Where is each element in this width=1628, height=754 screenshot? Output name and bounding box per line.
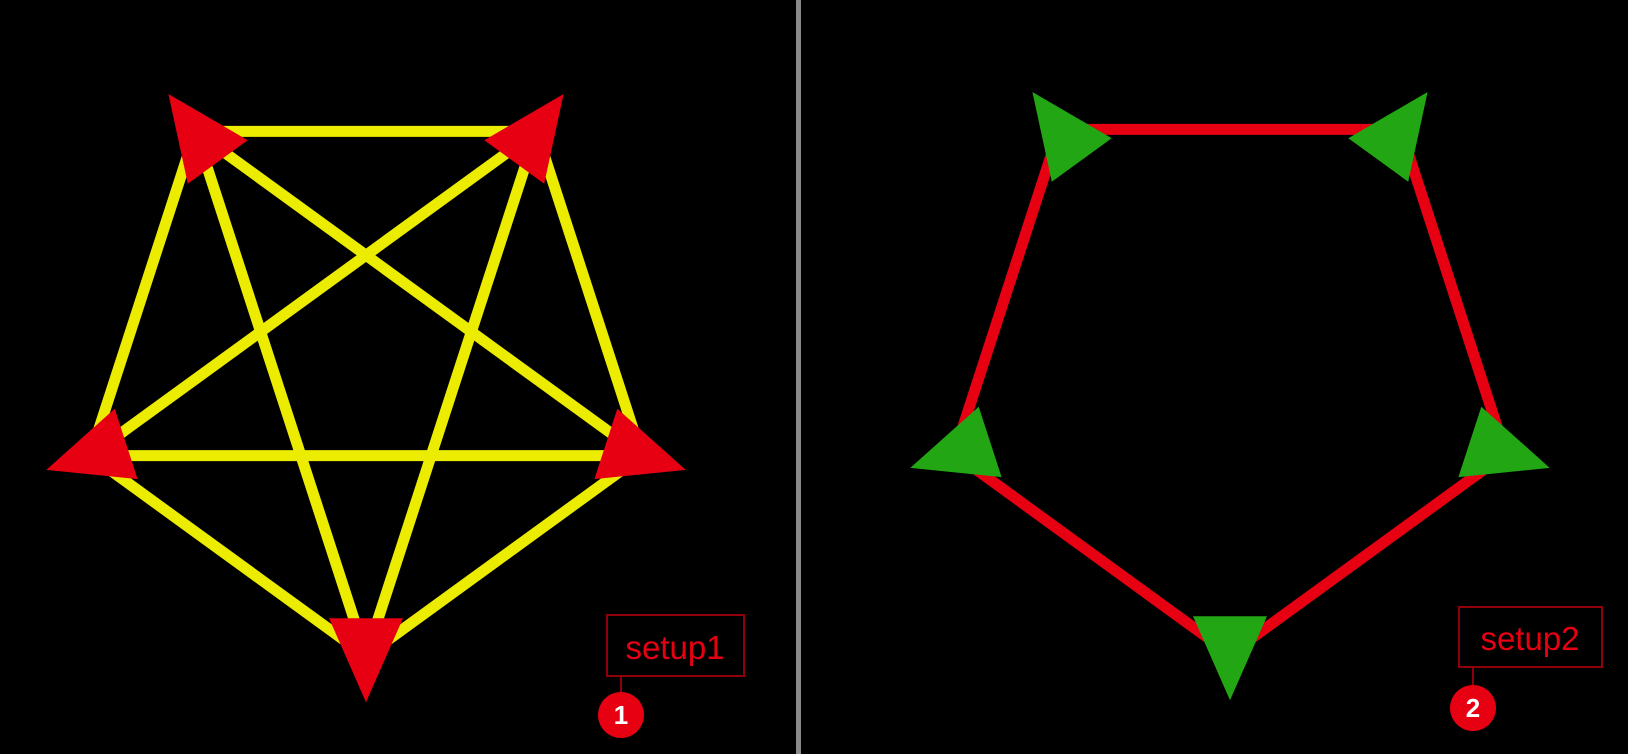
number-badge-text-setup1: 1 bbox=[614, 700, 628, 730]
edges-setup2 bbox=[948, 123, 1512, 659]
node-setup2-1 bbox=[910, 406, 1002, 478]
edge-setup1-1-2 bbox=[84, 129, 201, 458]
node-setup1-1 bbox=[46, 408, 138, 480]
edge-setup1-0-4 bbox=[362, 451, 646, 661]
edge-setup2-3-4 bbox=[1395, 127, 1512, 456]
edge-setup2-1-2 bbox=[948, 127, 1065, 456]
edge-setup1-3-4 bbox=[531, 129, 648, 458]
node-setup2-3 bbox=[1348, 92, 1428, 182]
label-callout-setup2: setup2 2 bbox=[1450, 606, 1603, 731]
node-setup1-0 bbox=[329, 618, 403, 703]
label-box-setup1 bbox=[606, 614, 745, 677]
label-setup1: setup1 bbox=[625, 629, 724, 666]
edge-setup1-0-1 bbox=[86, 451, 370, 661]
node-setup1-3 bbox=[484, 94, 564, 184]
number-badge-text-setup2: 2 bbox=[1466, 693, 1480, 723]
label-setup2: setup2 bbox=[1480, 620, 1579, 657]
edge-setup1-2-4 bbox=[192, 126, 646, 461]
nodes-setup2 bbox=[910, 92, 1550, 701]
number-badge-setup2 bbox=[1450, 685, 1496, 731]
edge-setup1-0-3 bbox=[360, 129, 542, 658]
panel-setup1: setup1 1 bbox=[46, 94, 745, 738]
label-box-setup2 bbox=[1458, 606, 1603, 668]
node-setup2-4 bbox=[1458, 406, 1550, 478]
edge-setup1-1-3 bbox=[86, 126, 540, 461]
node-setup2-0 bbox=[1193, 616, 1267, 701]
number-badge-setup1 bbox=[598, 692, 644, 738]
edge-setup2-4-0 bbox=[1226, 449, 1510, 659]
nodes-setup1 bbox=[46, 94, 686, 703]
edge-setup1-0-2 bbox=[190, 129, 372, 658]
node-setup2-2 bbox=[1032, 92, 1112, 182]
edges-setup1 bbox=[84, 125, 648, 661]
node-setup1-2 bbox=[168, 94, 248, 184]
panel-setup2: setup2 2 bbox=[910, 92, 1603, 731]
edge-setup2-0-1 bbox=[950, 449, 1234, 659]
label-callout-setup1: setup1 1 bbox=[598, 614, 745, 738]
panel-divider bbox=[796, 0, 801, 754]
node-setup1-4 bbox=[594, 408, 686, 480]
